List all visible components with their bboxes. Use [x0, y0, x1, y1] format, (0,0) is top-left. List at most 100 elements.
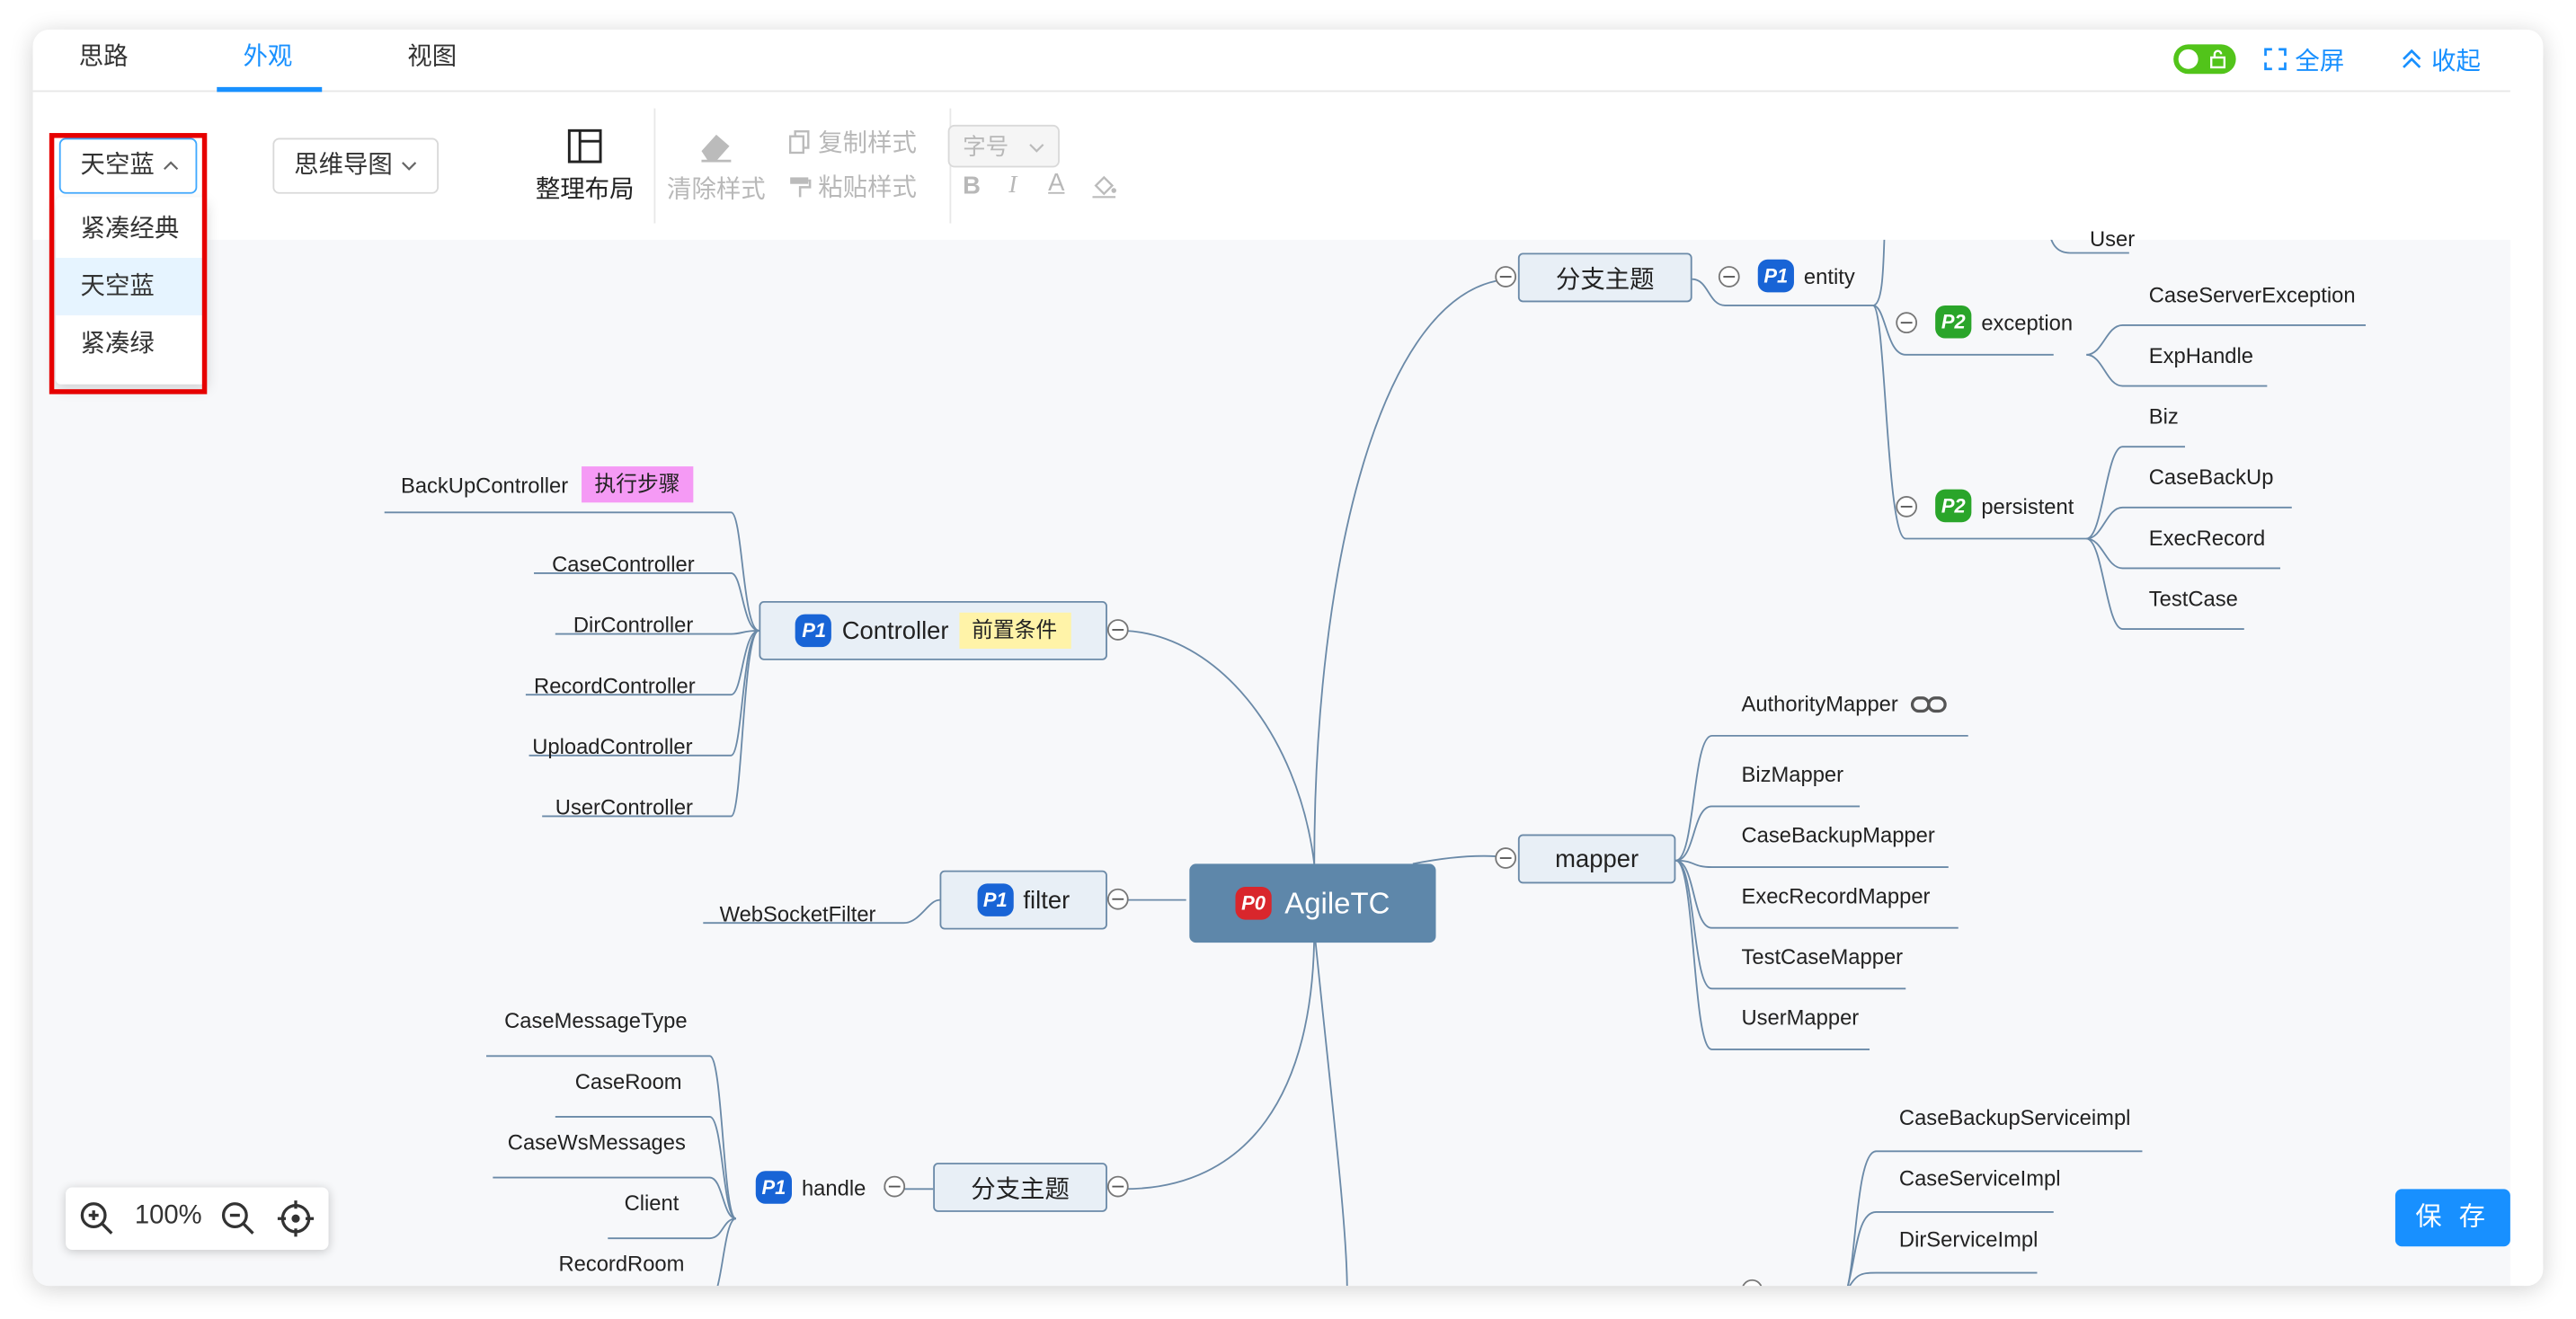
mindmap-leaf[interactable]: ExecRecord [2148, 525, 2266, 551]
tab-bar: 思路 外观 视图 全屏 收起 [32, 30, 2510, 93]
zoom-out-icon[interactable] [220, 1200, 256, 1236]
collapse-toggle[interactable] [1495, 847, 1517, 869]
zoom-controls: 100% [66, 1187, 329, 1250]
filter-node[interactable]: P1 filter [939, 870, 1107, 930]
mindmap-leaf[interactable]: ExpHandle [2148, 343, 2254, 368]
persistent-node[interactable]: P2 persistent [1935, 489, 2074, 523]
root-node[interactable]: P0 AgileTC [1189, 863, 1436, 943]
arrange-layout-button[interactable]: 整理布局 [532, 128, 637, 206]
entity-node[interactable]: P1 entity [1757, 259, 1855, 293]
mindmap-leaf[interactable]: CaseBackupMapper [1741, 822, 1935, 848]
layout-icon [567, 128, 602, 164]
zoom-in-icon[interactable] [79, 1200, 115, 1236]
template-select[interactable]: 思维导图 [272, 137, 440, 194]
branch-topic-node[interactable]: 分支主题 [1517, 252, 1692, 303]
collapse-toggle[interactable] [1718, 266, 1740, 288]
collapse-toggle[interactable] [884, 1175, 906, 1198]
mindmap-leaf[interactable]: TestCase [2148, 586, 2238, 611]
theme-option-compact-classic[interactable]: 紧凑经典 [80, 215, 180, 243]
filter-node-label: filter [1023, 886, 1070, 915]
mindmap-leaf[interactable]: CaseBackupServiceimpl [1898, 1105, 2131, 1130]
priority-p2-icon: P2 [1935, 489, 1972, 523]
locate-center-icon[interactable] [276, 1199, 315, 1238]
template-select-value: 思维导图 [294, 151, 393, 180]
branch-topic-label: 分支主题 [1555, 265, 1655, 294]
fullscreen-button[interactable]: 全屏 [2264, 40, 2344, 79]
theme-select[interactable]: 天空蓝 [58, 137, 198, 194]
mindmap-leaf[interactable]: RecordController [534, 673, 696, 698]
mindmap-leaf[interactable]: CaseServiceImpl [1898, 1165, 2061, 1191]
copy-icon [788, 130, 810, 155]
mindmap-leaf[interactable]: WebSocketFilter [719, 901, 876, 926]
branch-topic-label: 分支主题 [971, 1174, 1070, 1203]
paste-style-button[interactable]: 粘贴样式 [788, 169, 917, 203]
theme-option-compact-green[interactable]: 紧凑绿 [80, 330, 155, 359]
clear-style-label: 清除样式 [667, 175, 766, 204]
priority-p2-icon: P2 [1935, 305, 1972, 339]
mindmap-leaf[interactable]: ExecRecordMapper [1741, 883, 1931, 908]
collapse-button[interactable]: 收起 [2400, 40, 2481, 79]
mindmap-leaf[interactable]: RecordRoom [558, 1251, 685, 1277]
tab-view[interactable]: 视图 [407, 42, 457, 71]
mindmap-leaf[interactable]: DirServiceImpl [1898, 1226, 2039, 1252]
collapse-toggle[interactable] [1896, 312, 1918, 334]
mindmap-leaf[interactable]: Client [624, 1191, 680, 1216]
priority-p1-icon: P1 [977, 883, 1014, 916]
italic-button[interactable]: I [1008, 173, 1017, 200]
mindmap-leaf[interactable]: AuthorityMapper [1741, 692, 1948, 716]
mindmap-leaf[interactable]: BackUpController 执行步骤 [401, 466, 694, 503]
controller-node-label: Controller [841, 616, 949, 645]
italic-label: I [1008, 172, 1017, 199]
collapse-toggle[interactable] [1106, 619, 1129, 641]
exception-node[interactable]: P2 exception [1935, 305, 2073, 339]
eraser-icon [701, 134, 732, 163]
mindmap-leaf[interactable]: CaseRoom [574, 1068, 682, 1094]
branch-topic-node[interactable]: 分支主题 [933, 1163, 1107, 1212]
chevron-up-icon [164, 161, 179, 171]
font-size-select[interactable]: 字号 [947, 124, 1060, 168]
mindmap-leaf[interactable]: Biz [2148, 403, 2179, 429]
handle-node[interactable]: P1 handle [755, 1171, 866, 1204]
collapse-toggle[interactable] [1106, 888, 1129, 910]
mindmap-leaf[interactable]: CaseWsMessages [507, 1129, 686, 1155]
theme-dropdown-menu: 紧凑经典 天空蓝 紧凑绿 [56, 197, 208, 385]
font-color-button[interactable]: A [1048, 169, 1064, 197]
mindmap-leaf[interactable]: CaseServerException [2148, 282, 2356, 307]
mindmap-leaf[interactable]: CaseBackUp [2148, 465, 2274, 490]
collapse-toggle[interactable] [1106, 1175, 1129, 1198]
collapse-toggle[interactable] [1495, 266, 1517, 288]
priority-p1-icon: P1 [795, 614, 832, 648]
save-button[interactable]: 保 存 [2394, 1189, 2510, 1247]
mindmap-leaf[interactable]: UploadController [532, 734, 693, 759]
precondition-tag: 前置条件 [958, 612, 1070, 649]
copy-style-button[interactable]: 复制样式 [788, 125, 917, 159]
collapse-toggle[interactable] [1896, 495, 1918, 518]
mindmap-canvas[interactable]: P0 AgileTC P1 Controller 前置条件 BackUpCont… [32, 226, 2510, 1287]
mindmap-leaf[interactable]: DirController [573, 612, 694, 638]
priority-p1-icon: P1 [1757, 259, 1794, 293]
clear-style-button[interactable]: 清除样式 [663, 128, 768, 206]
bold-button[interactable]: B [963, 173, 981, 200]
root-node-label: AgileTC [1284, 886, 1390, 919]
mindmap-leaf[interactable]: TestCaseMapper [1741, 943, 1904, 969]
collapse-label: 收起 [2431, 47, 2482, 75]
copy-style-label: 复制样式 [818, 129, 917, 158]
priority-p1-icon: P1 [755, 1171, 792, 1204]
entity-node-label: entity [1803, 263, 1855, 288]
handle-node-label: handle [801, 1174, 866, 1200]
theme-option-sky-blue[interactable]: 天空蓝 [56, 257, 208, 315]
mapper-node[interactable]: mapper [1517, 834, 1676, 884]
tab-appearance[interactable]: 外观 [243, 42, 293, 71]
tab-thinking[interactable]: 思路 [78, 42, 129, 71]
lock-toggle[interactable] [2173, 44, 2236, 75]
mindmap-leaf[interactable]: CaseController [552, 552, 695, 577]
fill-color-button[interactable] [1091, 174, 1117, 199]
chevron-down-icon [1029, 144, 1044, 153]
mindmap-leaf[interactable]: UserMapper [1741, 1005, 1860, 1031]
mindmap-leaf[interactable]: BizMapper [1741, 762, 1844, 787]
zoom-level: 100% [134, 1201, 202, 1231]
mindmap-leaf[interactable]: UserController [555, 794, 693, 820]
mindmap-leaf[interactable]: User [2089, 226, 2136, 252]
mindmap-leaf[interactable]: CaseMessageType [504, 1008, 688, 1033]
controller-node[interactable]: P1 Controller 前置条件 [759, 600, 1107, 660]
